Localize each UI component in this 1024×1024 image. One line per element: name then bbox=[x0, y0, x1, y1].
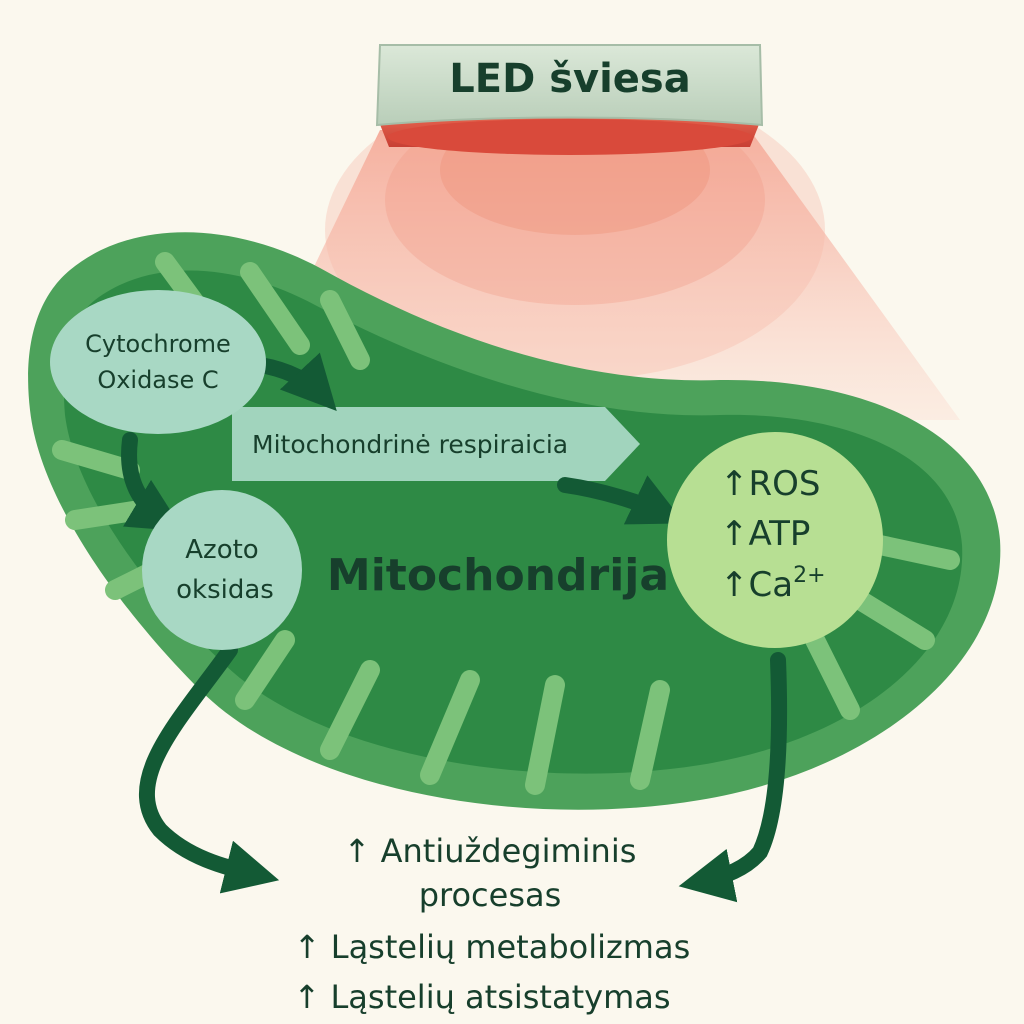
effect-process: procesas bbox=[419, 876, 562, 914]
arrow-no-to-effects bbox=[139, 642, 280, 894]
cytochrome-label-line2: Oxidase C bbox=[97, 366, 218, 394]
nitric-oxide-node: Azoto oksidas bbox=[142, 490, 302, 650]
output-calcium-superscript: 2+ bbox=[793, 563, 825, 588]
output-ros: ↑ROS bbox=[720, 464, 820, 504]
arrows bbox=[121, 352, 788, 903]
effects-text: ↑ Antiuždegiminis procesas ↑ Ląstelių me… bbox=[293, 832, 690, 1016]
cytochrome-label-line1: Cytochrome bbox=[85, 330, 231, 358]
arrow-respiration-to-outputs bbox=[557, 475, 685, 525]
effect-anti-inflammatory: ↑ Antiuždegiminis bbox=[344, 832, 637, 870]
respiration-banner: Mitochondrinė respiraicia bbox=[232, 407, 640, 481]
arrow-outputs-to-effects bbox=[678, 652, 788, 903]
led-label: LED šviesa bbox=[449, 56, 690, 102]
arrow-enzyme-to-respiration bbox=[252, 352, 337, 411]
effect-repair: ↑ Ląstelių atsistatymas bbox=[293, 978, 670, 1016]
output-calcium-base: ↑Ca bbox=[720, 565, 793, 605]
led-lamp: LED šviesa bbox=[375, 44, 764, 155]
output-atp: ↑ATP bbox=[720, 514, 810, 554]
cytochrome-node: Cytochrome Oxidase C bbox=[50, 290, 266, 434]
nitric-oxide-label-line2: oksidas bbox=[176, 575, 274, 605]
effect-metabolism: ↑ Ląstelių metabolizmas bbox=[294, 928, 691, 966]
output-calcium: ↑Ca2+ bbox=[720, 563, 826, 605]
arrow-enzyme-to-no bbox=[121, 432, 184, 532]
respiration-label: Mitochondrinė respiraicia bbox=[252, 430, 568, 459]
outputs-node: ↑ROS ↑ATP ↑Ca2+ bbox=[667, 432, 883, 648]
mitochondrion-label: Mitochondrija bbox=[327, 550, 669, 601]
nitric-oxide-label-line1: Azoto bbox=[185, 535, 258, 565]
